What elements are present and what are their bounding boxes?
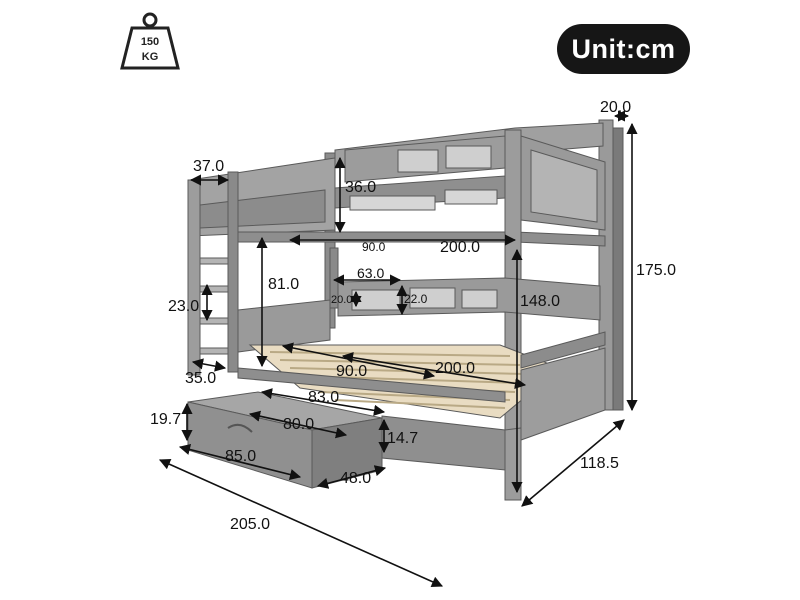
dim-step-spacing: 23.0	[168, 298, 199, 315]
dim-drawer-inner-width: 83.0	[308, 389, 339, 406]
dim-lower-width: 90.0	[336, 363, 367, 380]
dim-top-depth: 20.0	[600, 99, 631, 116]
dim-shelf-depth: 20.0	[331, 294, 352, 306]
unit-label: Unit:cm	[571, 33, 676, 64]
dim-drawer-height-left: 19.7	[150, 411, 181, 428]
weight-capacity-icon: 150 KG	[120, 12, 180, 70]
dim-upper-width: 90.0	[362, 240, 386, 254]
unit-badge: Unit:cm	[557, 24, 690, 74]
dim-drawer-height-right: 14.7	[387, 430, 418, 447]
dim-lower-length: 200.0	[435, 360, 475, 377]
dim-shelf-height: 22.0	[404, 292, 428, 306]
dim-shelf-length: 63.0	[357, 265, 384, 281]
dim-clearance-height: 81.0	[268, 276, 299, 293]
dim-overall-width: 118.5	[580, 455, 619, 472]
dim-drawer-depth: 48.0	[340, 470, 371, 487]
dim-overall-length: 205.0	[230, 516, 270, 533]
dim-guardrail-height: 36.0	[345, 179, 376, 196]
dim-drawer-width: 85.0	[225, 448, 256, 465]
dim-lower-shelf-height: 148.0	[520, 293, 560, 310]
dim-drawer-length: 80.0	[283, 416, 314, 433]
dim-ladder-width: 37.0	[193, 158, 224, 175]
dim-total-height: 175.0	[636, 262, 676, 279]
weight-value: 150	[141, 36, 159, 48]
dimension-lines	[158, 110, 638, 588]
weight-unit: KG	[142, 51, 159, 63]
dim-ladder-depth: 35.0	[185, 370, 216, 387]
dim-upper-length: 200.0	[440, 239, 480, 256]
dimension-labels: 20.0 37.0 36.0 175.0 90.0 200.0 81.0 63.…	[150, 99, 676, 533]
